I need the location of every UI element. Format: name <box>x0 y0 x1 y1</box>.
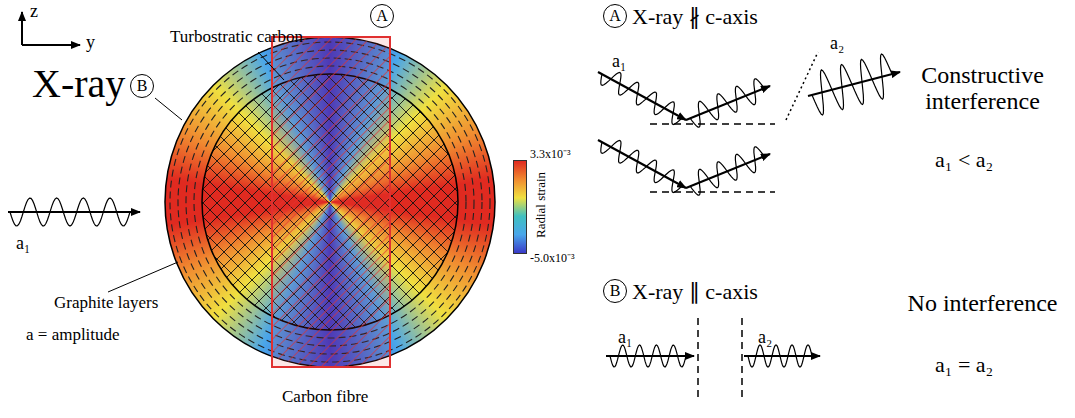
label: a₂ <box>758 328 772 348</box>
callout-circle: A <box>603 4 627 28</box>
label: Turbostratic carbon <box>170 28 303 47</box>
label: a₁ <box>612 52 626 72</box>
label: y <box>86 33 95 53</box>
color-bar <box>513 160 527 254</box>
label: a₁ = a₂ <box>935 353 993 377</box>
label: Constructive interference <box>905 62 1060 115</box>
callout-circle: B <box>130 74 154 98</box>
callout-letter: B <box>137 78 148 94</box>
label: -5.0x10⁻³ <box>530 252 575 265</box>
label: a₁ <box>618 328 632 348</box>
label: a₂ <box>830 34 844 54</box>
callout-letter: B <box>610 283 621 299</box>
label: z <box>30 2 38 22</box>
label: Carbon fibre <box>282 388 368 407</box>
label: No interference <box>905 290 1060 316</box>
label: X-ray <box>32 62 125 106</box>
callout-circle: A <box>370 4 394 28</box>
label: a = amplitude <box>26 326 120 345</box>
label: X-ray ∥ c-axis <box>632 280 758 304</box>
label: Graphite layers <box>54 294 158 313</box>
label: X-ray ∦ c-axis <box>632 5 758 29</box>
label: a₁ <box>16 234 30 254</box>
label: a₁ < a₂ <box>935 148 993 172</box>
label: 3.3x10⁻³ <box>530 148 571 161</box>
callout-letter: A <box>376 8 388 24</box>
callout-circle: B <box>603 279 627 303</box>
callout-letter: A <box>609 8 621 24</box>
label: Radial strain <box>534 172 548 238</box>
